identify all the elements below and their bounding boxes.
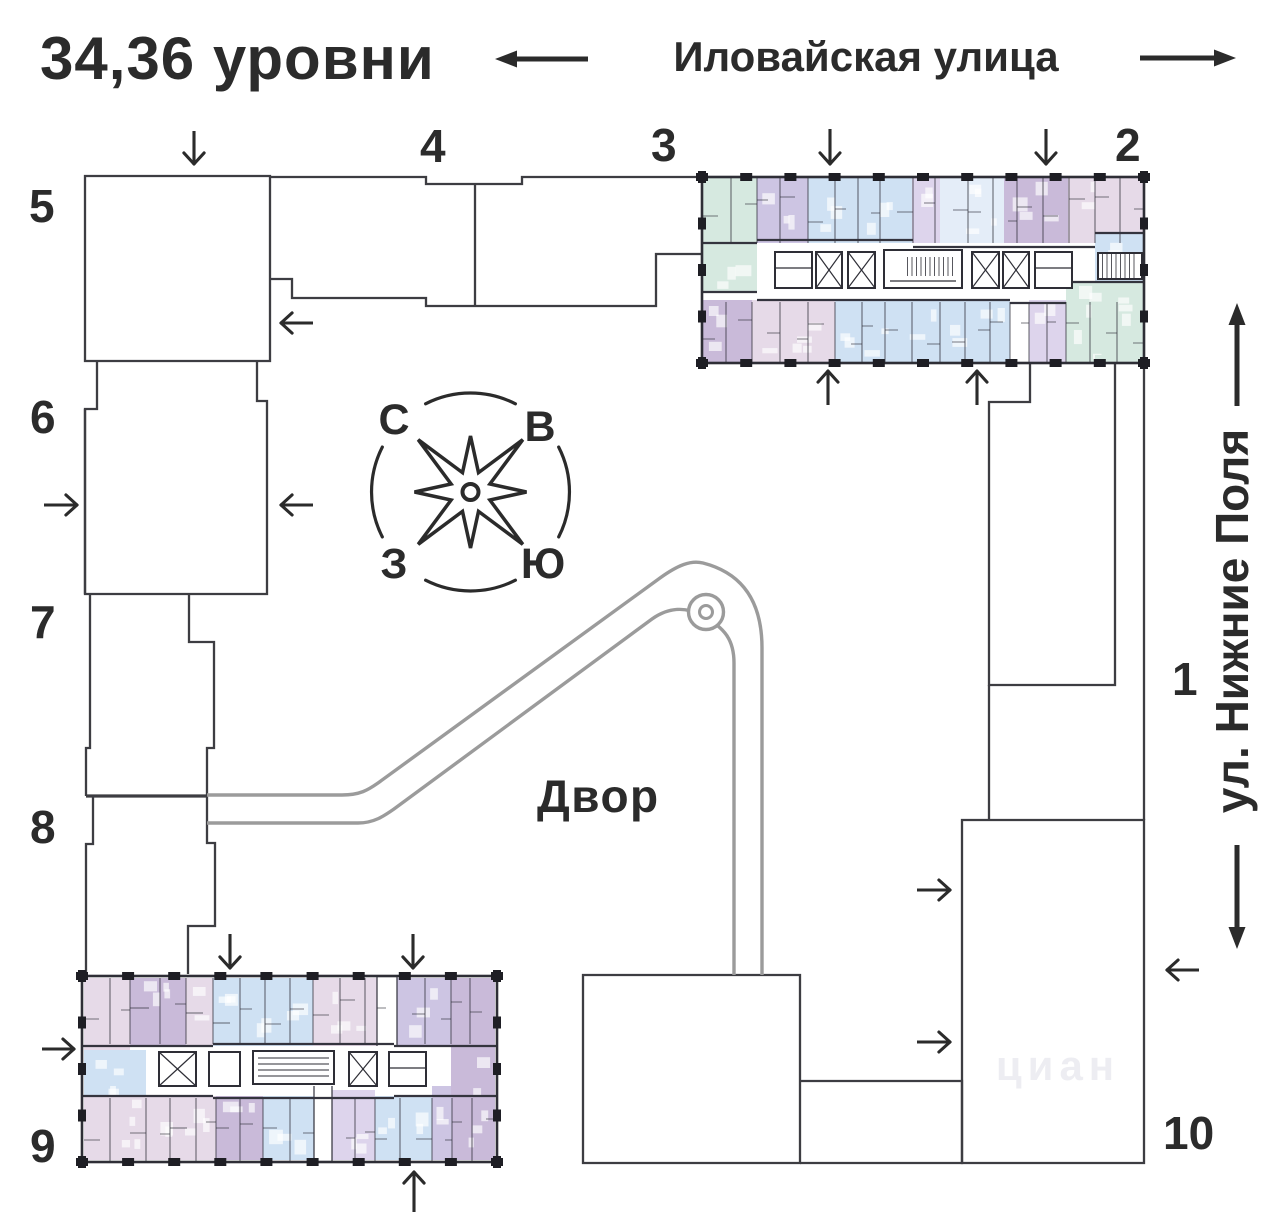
svg-text:Иловайская улица: Иловайская улица xyxy=(673,33,1059,80)
svg-text:6: 6 xyxy=(30,391,56,443)
svg-text:2: 2 xyxy=(1115,119,1141,171)
svg-text:10: 10 xyxy=(1163,1107,1214,1159)
svg-text:1: 1 xyxy=(1172,653,1198,705)
svg-text:ул. Нижние Поля: ул. Нижние Поля xyxy=(1206,429,1258,813)
svg-text:В: В xyxy=(524,403,555,451)
svg-text:С: С xyxy=(378,396,409,444)
svg-text:Ю: Ю xyxy=(521,540,565,588)
svg-text:3: 3 xyxy=(651,119,677,171)
svg-text:З: З xyxy=(381,540,408,588)
svg-text:Двор: Двор xyxy=(537,770,660,822)
svg-text:34,36 уровни: 34,36 уровни xyxy=(40,25,435,92)
svg-text:8: 8 xyxy=(30,801,56,853)
svg-text:циан: циан xyxy=(996,1042,1120,1089)
svg-text:4: 4 xyxy=(420,120,446,172)
svg-text:5: 5 xyxy=(29,180,55,232)
svg-text:9: 9 xyxy=(30,1120,56,1172)
svg-text:7: 7 xyxy=(30,596,56,648)
